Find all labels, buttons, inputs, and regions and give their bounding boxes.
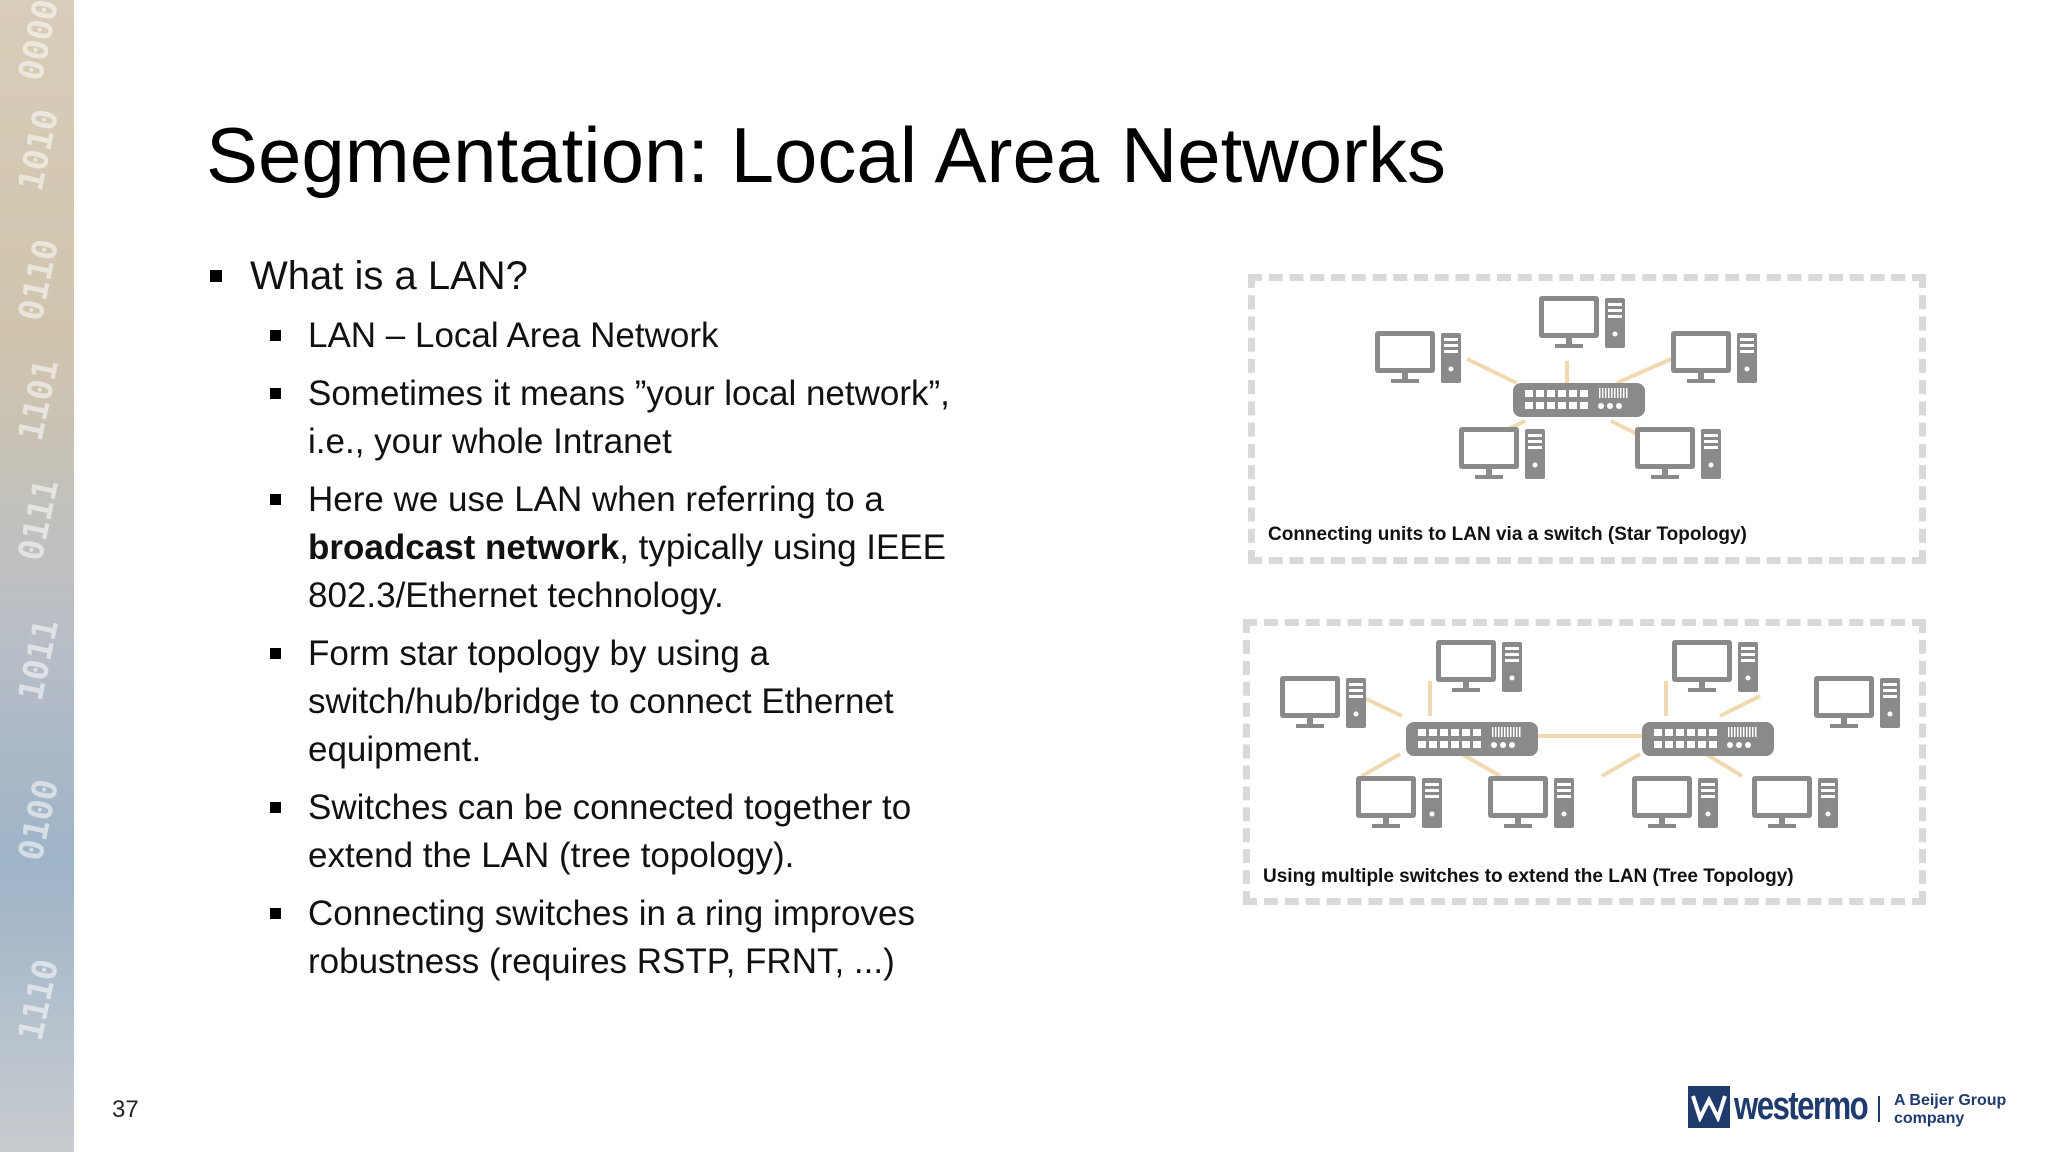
bullet-item: LAN – Local Area Network	[266, 312, 966, 360]
logo-tagline: A Beijer Group company	[1894, 1092, 2006, 1128]
bullet-text: , typically using IEEE 802.3/Ethernet te…	[308, 528, 947, 615]
star-topology-figure: Connecting units to LAN via a switch (St…	[1248, 274, 1926, 564]
computer-icon	[1539, 296, 1625, 348]
logo-wordmark: westermo	[1734, 1084, 1869, 1128]
slide-title: Segmentation: Local Area Networks	[206, 111, 1447, 199]
background-digits: 0110	[10, 235, 68, 325]
computer-icon	[1436, 640, 1522, 692]
background-digits: 0100	[10, 775, 68, 865]
computer-icon	[1459, 427, 1545, 479]
bullet-item: Sometimes it means ”your local network”,…	[266, 370, 966, 466]
page-number: 37	[112, 1096, 139, 1123]
logo-divider	[1878, 1096, 1880, 1122]
computer-icon	[1375, 331, 1461, 383]
tree-topology-diagram	[1280, 640, 1900, 828]
tree-topology-figure: Using multiple switches to extend the LA…	[1243, 619, 1926, 905]
computer-icon	[1752, 776, 1838, 828]
background-digits: 1110	[10, 955, 68, 1045]
bullet-main: What is a LAN?	[206, 250, 966, 302]
computer-icon	[1356, 776, 1442, 828]
computer-icon	[1488, 776, 1574, 828]
bullet-item: Form star topology by using a switch/hub…	[266, 630, 966, 774]
figure-caption: Connecting units to LAN via a switch (St…	[1268, 524, 1747, 545]
background-digits: 1101	[10, 355, 68, 445]
westermo-logo: westermo A Beijer Group company	[1688, 1084, 2008, 1132]
computer-icon	[1814, 676, 1900, 728]
background-digits: 0000	[10, 0, 68, 85]
background-digits: 1010	[10, 105, 68, 195]
figure-caption: Using multiple switches to extend the LA…	[1263, 866, 1794, 887]
bullet-item: Here we use LAN when referring to a broa…	[266, 476, 966, 620]
star-topology-diagram	[1375, 296, 1757, 479]
background-digits: 1011	[10, 615, 68, 705]
bullet-item: Switches can be connected together to ex…	[266, 784, 966, 880]
decorative-left-strip: 0000 1010 0110 1101 0111 1011 0100 1110	[0, 0, 74, 1152]
bullet-text: Here we use LAN when referring to a	[308, 480, 884, 519]
bullet-list: What is a LAN? LAN – Local Area Network …	[206, 250, 966, 996]
computer-icon	[1632, 776, 1718, 828]
logo-tagline-line: A Beijer Group	[1894, 1092, 2007, 1109]
logo-tagline-line: company	[1894, 1110, 1965, 1127]
network-switch-icon	[1642, 722, 1774, 756]
computer-icon	[1635, 427, 1721, 479]
network-switch-icon	[1513, 383, 1645, 417]
bullet-item: Connecting switches in a ring improves r…	[266, 890, 966, 986]
background-digits: 0111	[10, 475, 68, 565]
computer-icon	[1280, 676, 1366, 728]
network-switch-icon	[1406, 722, 1538, 756]
link-lines	[1359, 681, 1761, 778]
bullet-bold-text: broadcast network	[308, 528, 620, 567]
westermo-logo-mark-icon	[1688, 1086, 1730, 1128]
computer-icon	[1671, 331, 1757, 383]
computer-icon	[1672, 640, 1758, 692]
